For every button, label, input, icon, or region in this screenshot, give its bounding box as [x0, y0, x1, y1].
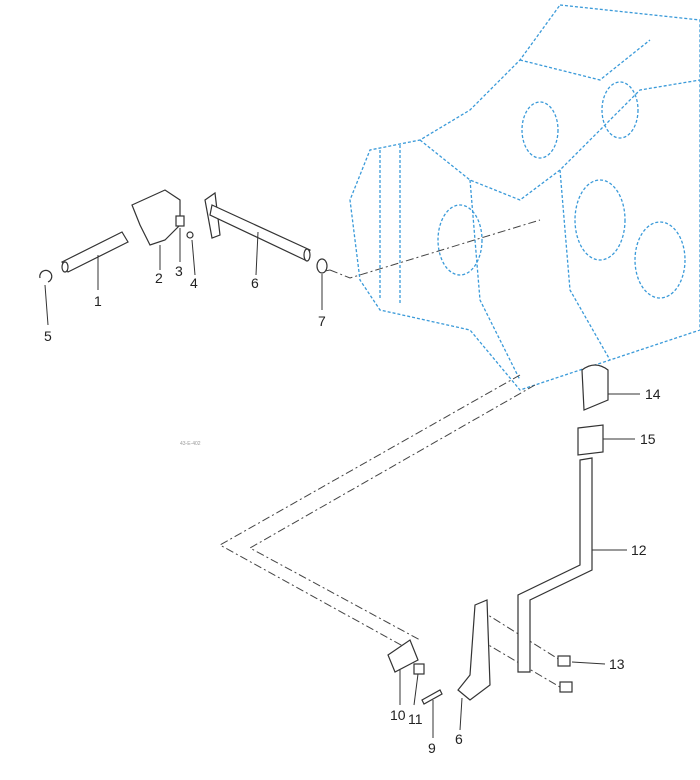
part-9-pin	[421, 689, 443, 705]
callout-5: 5	[44, 328, 52, 344]
callout-14: 14	[645, 386, 661, 402]
part-6-shift-rod	[204, 191, 311, 262]
callout-13: 13	[609, 656, 625, 672]
part-11-bolt	[413, 663, 425, 675]
part-3-spring	[175, 215, 185, 227]
part-12-lever	[517, 457, 593, 673]
callout-15: 15	[640, 431, 656, 447]
callout-11: 11	[408, 711, 423, 727]
assembly-line-lower	[218, 269, 536, 651]
assembly-line-upper	[329, 219, 541, 279]
part-1-shaft	[61, 231, 129, 273]
callout-12: 12	[631, 542, 647, 558]
callout-9: 9	[428, 740, 436, 756]
transmission-housing	[349, 4, 700, 391]
callout-3: 3	[175, 263, 183, 279]
callout-10: 10	[390, 707, 406, 723]
leader-lines	[44, 228, 640, 738]
part-5-clip	[39, 269, 53, 283]
callout-7: 7	[318, 313, 326, 329]
callout-6-upper: 6	[251, 275, 259, 291]
callout-1: 1	[94, 293, 102, 309]
part-13-bolt-b	[559, 681, 573, 693]
part-14-knob	[581, 364, 609, 411]
callout-4: 4	[190, 275, 198, 291]
part-2-shift-fork	[131, 189, 181, 246]
drawing-code: 43-E-402	[180, 441, 201, 447]
part-13-bolt-a	[557, 655, 571, 667]
part-7-o-ring	[316, 258, 328, 274]
callout-2: 2	[155, 270, 163, 286]
part-6-arm	[457, 599, 491, 701]
part-15-boot	[577, 424, 604, 456]
part-4-ball	[186, 231, 194, 239]
part-10-plate	[387, 639, 419, 673]
callout-6-lower: 6	[455, 731, 463, 747]
